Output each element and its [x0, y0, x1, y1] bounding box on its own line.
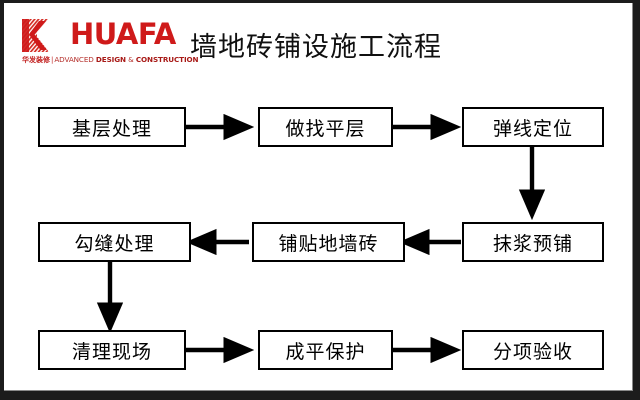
- slide-white-area: HUAFA 华发装修|ADVANCED DESIGN & CONSTRUCTIO…: [4, 3, 633, 391]
- logo-wordmark: HUAFA: [70, 17, 176, 51]
- flow-node-putiediqiangzhuan[interactable]: 铺贴地墙砖: [252, 222, 405, 262]
- flowchart: 基层处理 做找平层 弹线定位 抹浆预铺 铺贴地墙砖 勾缝处理 清理现场 成平保护…: [4, 3, 633, 391]
- flow-node-qinglixianchang[interactable]: 清理现场: [38, 330, 186, 370]
- huafa-k-logo-icon: [22, 19, 49, 52]
- flow-node-fenxiangyanshou[interactable]: 分项验收: [462, 330, 604, 370]
- logo-subtitle-advanced: ADVANCED: [54, 55, 96, 64]
- logo-subtitle-construction: CONSTRUCTION: [135, 55, 199, 64]
- logo-subtitle-design: DESIGN: [95, 55, 126, 64]
- logo-subtitle-cn: 华发装修: [22, 56, 50, 64]
- flow-node-zuozhaopingceng[interactable]: 做找平层: [258, 107, 393, 147]
- flow-node-goufengchuli[interactable]: 勾缝处理: [38, 222, 191, 262]
- logo-subtitle-amp: &: [125, 55, 136, 64]
- slide-header: HUAFA 华发装修|ADVANCED DESIGN & CONSTRUCTIO…: [4, 3, 632, 81]
- logo-subtitle: 华发装修|ADVANCED DESIGN & CONSTRUCTION: [22, 52, 199, 64]
- page-title: 墙地砖铺设施工流程: [190, 32, 442, 63]
- logo-subtitle-divider: |: [51, 56, 54, 64]
- flow-node-mojiangyupu[interactable]: 抹浆预铺: [462, 222, 604, 262]
- company-logo: HUAFA 华发装修|ADVANCED DESIGN & CONSTRUCTIO…: [22, 17, 199, 65]
- flow-node-jicengchuli[interactable]: 基层处理: [38, 107, 186, 147]
- flow-node-chengpingbaohu[interactable]: 成平保护: [258, 330, 393, 370]
- flow-node-danxiandingwei[interactable]: 弹线定位: [462, 107, 604, 147]
